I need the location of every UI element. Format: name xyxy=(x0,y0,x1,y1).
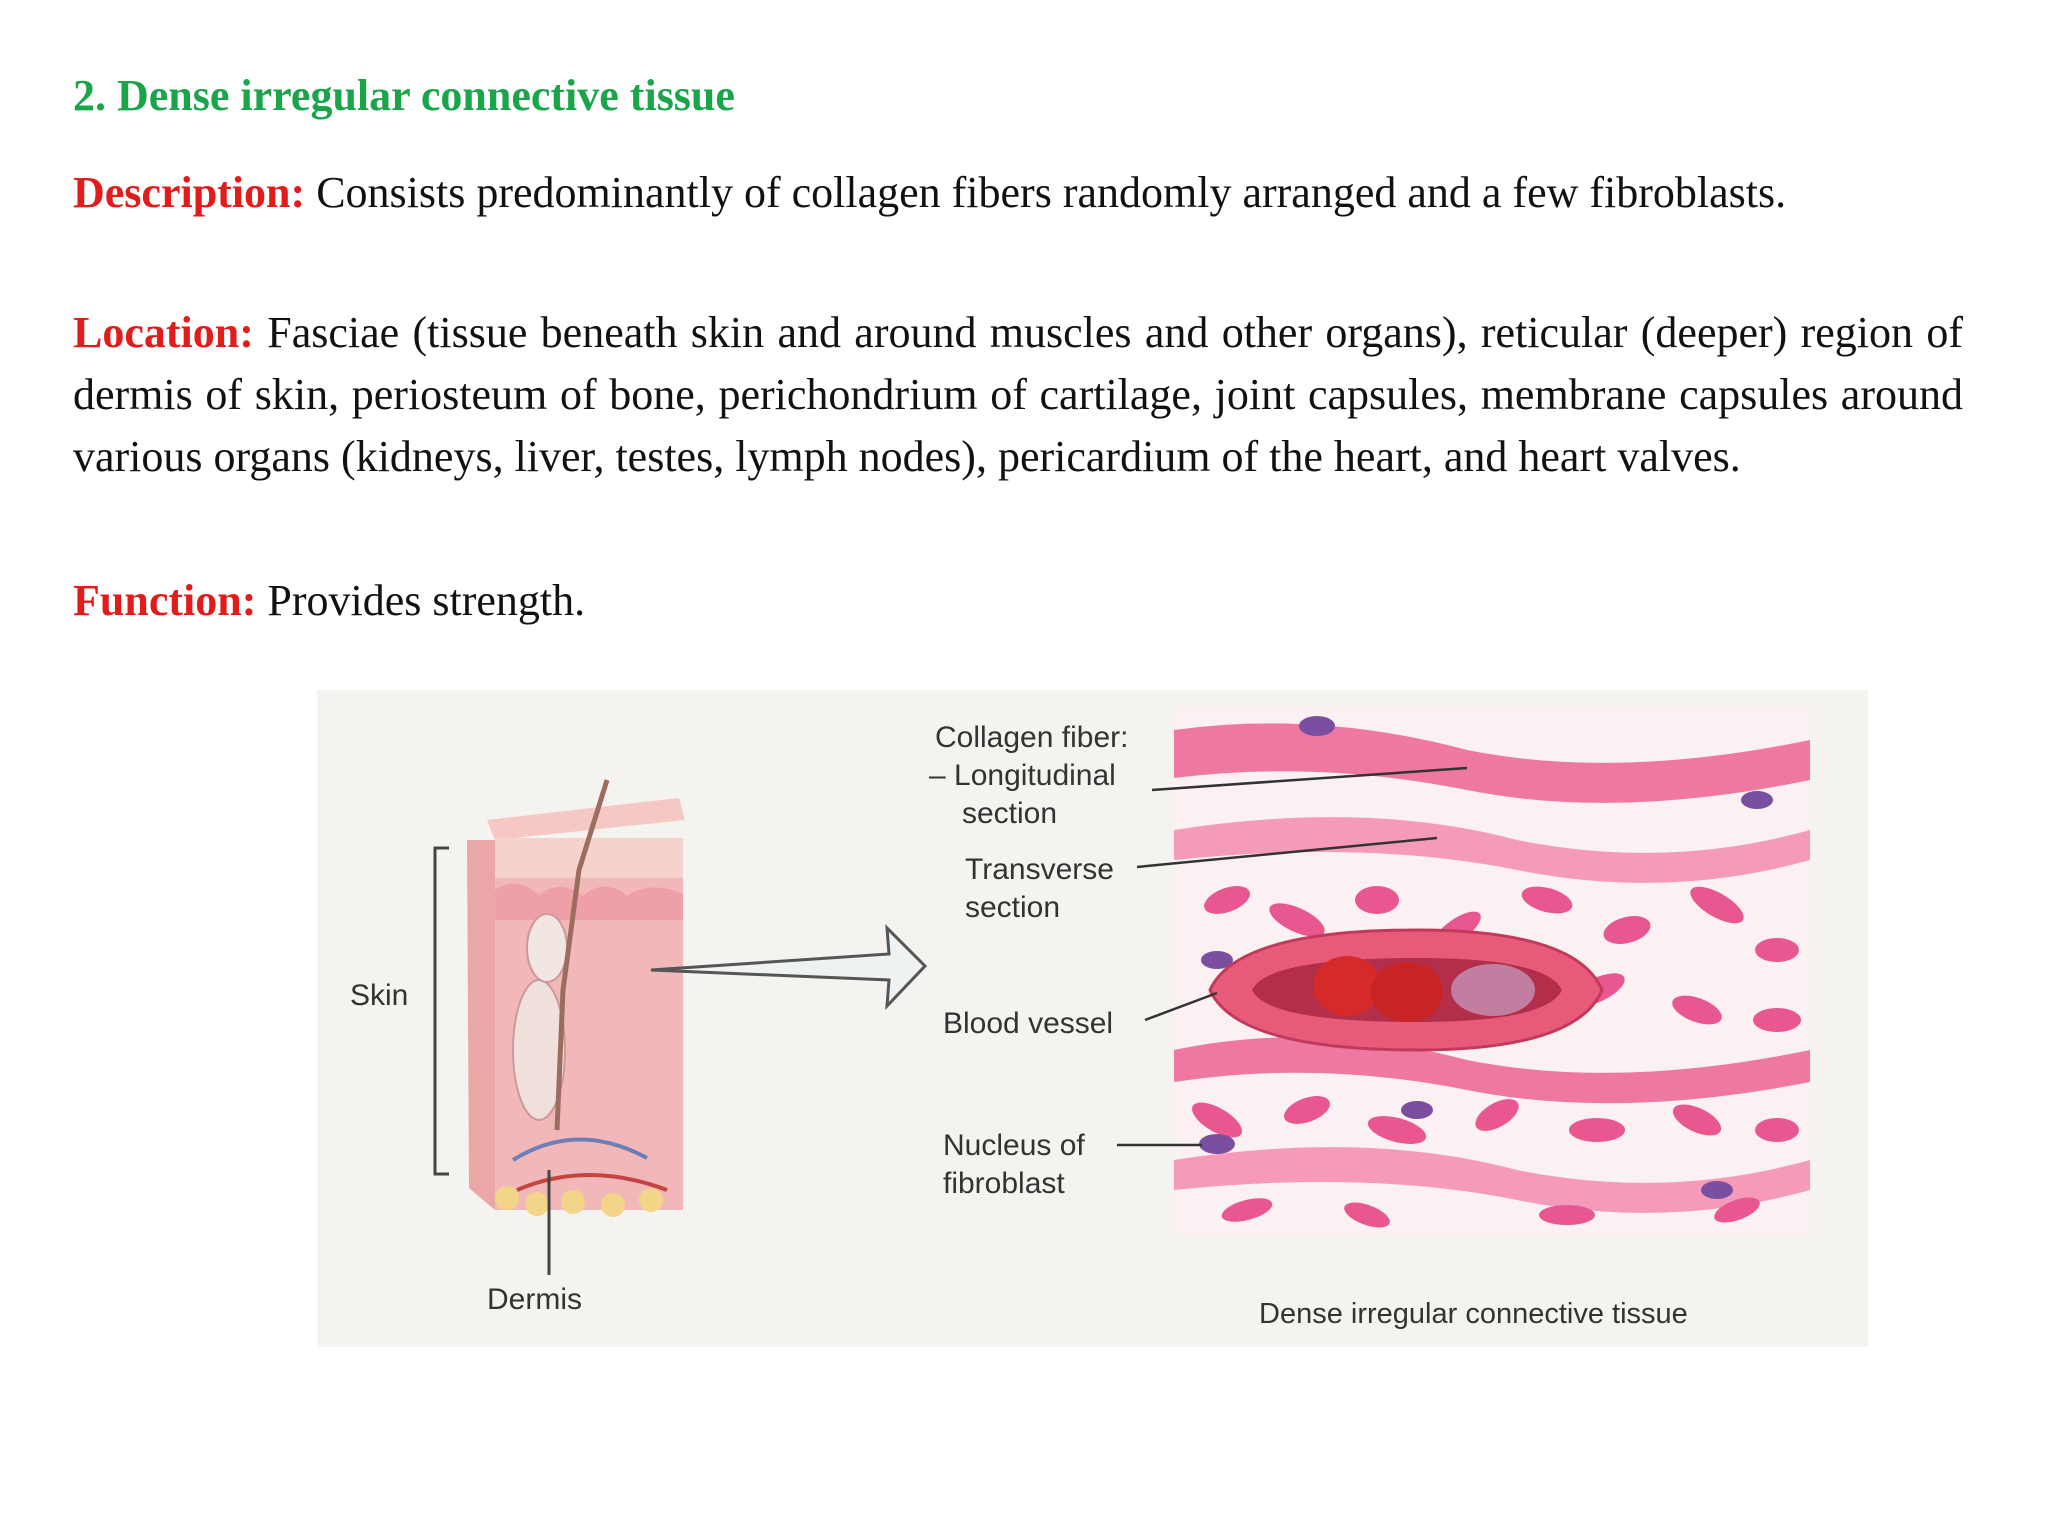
function-label: Function: xyxy=(73,576,257,625)
function-paragraph: Function: Provides strength. xyxy=(73,570,1963,632)
nucleus-label-2: fibroblast xyxy=(943,1167,1065,1200)
section-heading: 2. Dense irregular connective tissue xyxy=(73,71,735,120)
collagen-fiber-label: Collagen fiber: xyxy=(935,721,1129,754)
skin-bracket xyxy=(433,846,449,1176)
longitudinal-label-2: section xyxy=(962,797,1058,830)
description-label: Description: xyxy=(73,168,306,217)
longitudinal-pointer xyxy=(1151,766,1468,792)
micrograph-graphic xyxy=(1174,706,1810,1236)
transverse-label: Transverse xyxy=(965,853,1114,886)
blood-vessel-label: Blood vessel xyxy=(943,1007,1114,1040)
location-text: Fasciae (tissue beneath skin and around … xyxy=(73,308,1964,481)
illustration-graphic xyxy=(433,706,1810,1275)
function-text: Provides strength. xyxy=(267,576,586,625)
transverse-pointer xyxy=(1136,836,1438,869)
location-paragraph: Location: Fasciae (tissue beneath skin a… xyxy=(73,302,1963,488)
location-label: Location: xyxy=(73,308,254,357)
figure-caption: Dense irregular connective tissue xyxy=(1259,1298,1688,1330)
description-paragraph: Description: Consists predominantly of c… xyxy=(73,162,1963,224)
magnify-arrow xyxy=(650,924,928,1011)
tissue-illustration: Skin Dermis Collagen fiber: – Longitudin… xyxy=(317,690,1868,1347)
longitudinal-label: – Longitudinal xyxy=(929,759,1116,792)
description-text: Consists predominantly of collagen fiber… xyxy=(316,168,1787,217)
skin-label: Skin xyxy=(350,979,409,1012)
dermis-label: Dermis xyxy=(487,1283,582,1316)
skin-block-graphic xyxy=(467,779,685,1217)
nucleus-label: Nucleus of xyxy=(943,1129,1085,1162)
transverse-label-2: section xyxy=(965,891,1061,924)
blood-vessel-pointer xyxy=(1144,991,1218,1022)
